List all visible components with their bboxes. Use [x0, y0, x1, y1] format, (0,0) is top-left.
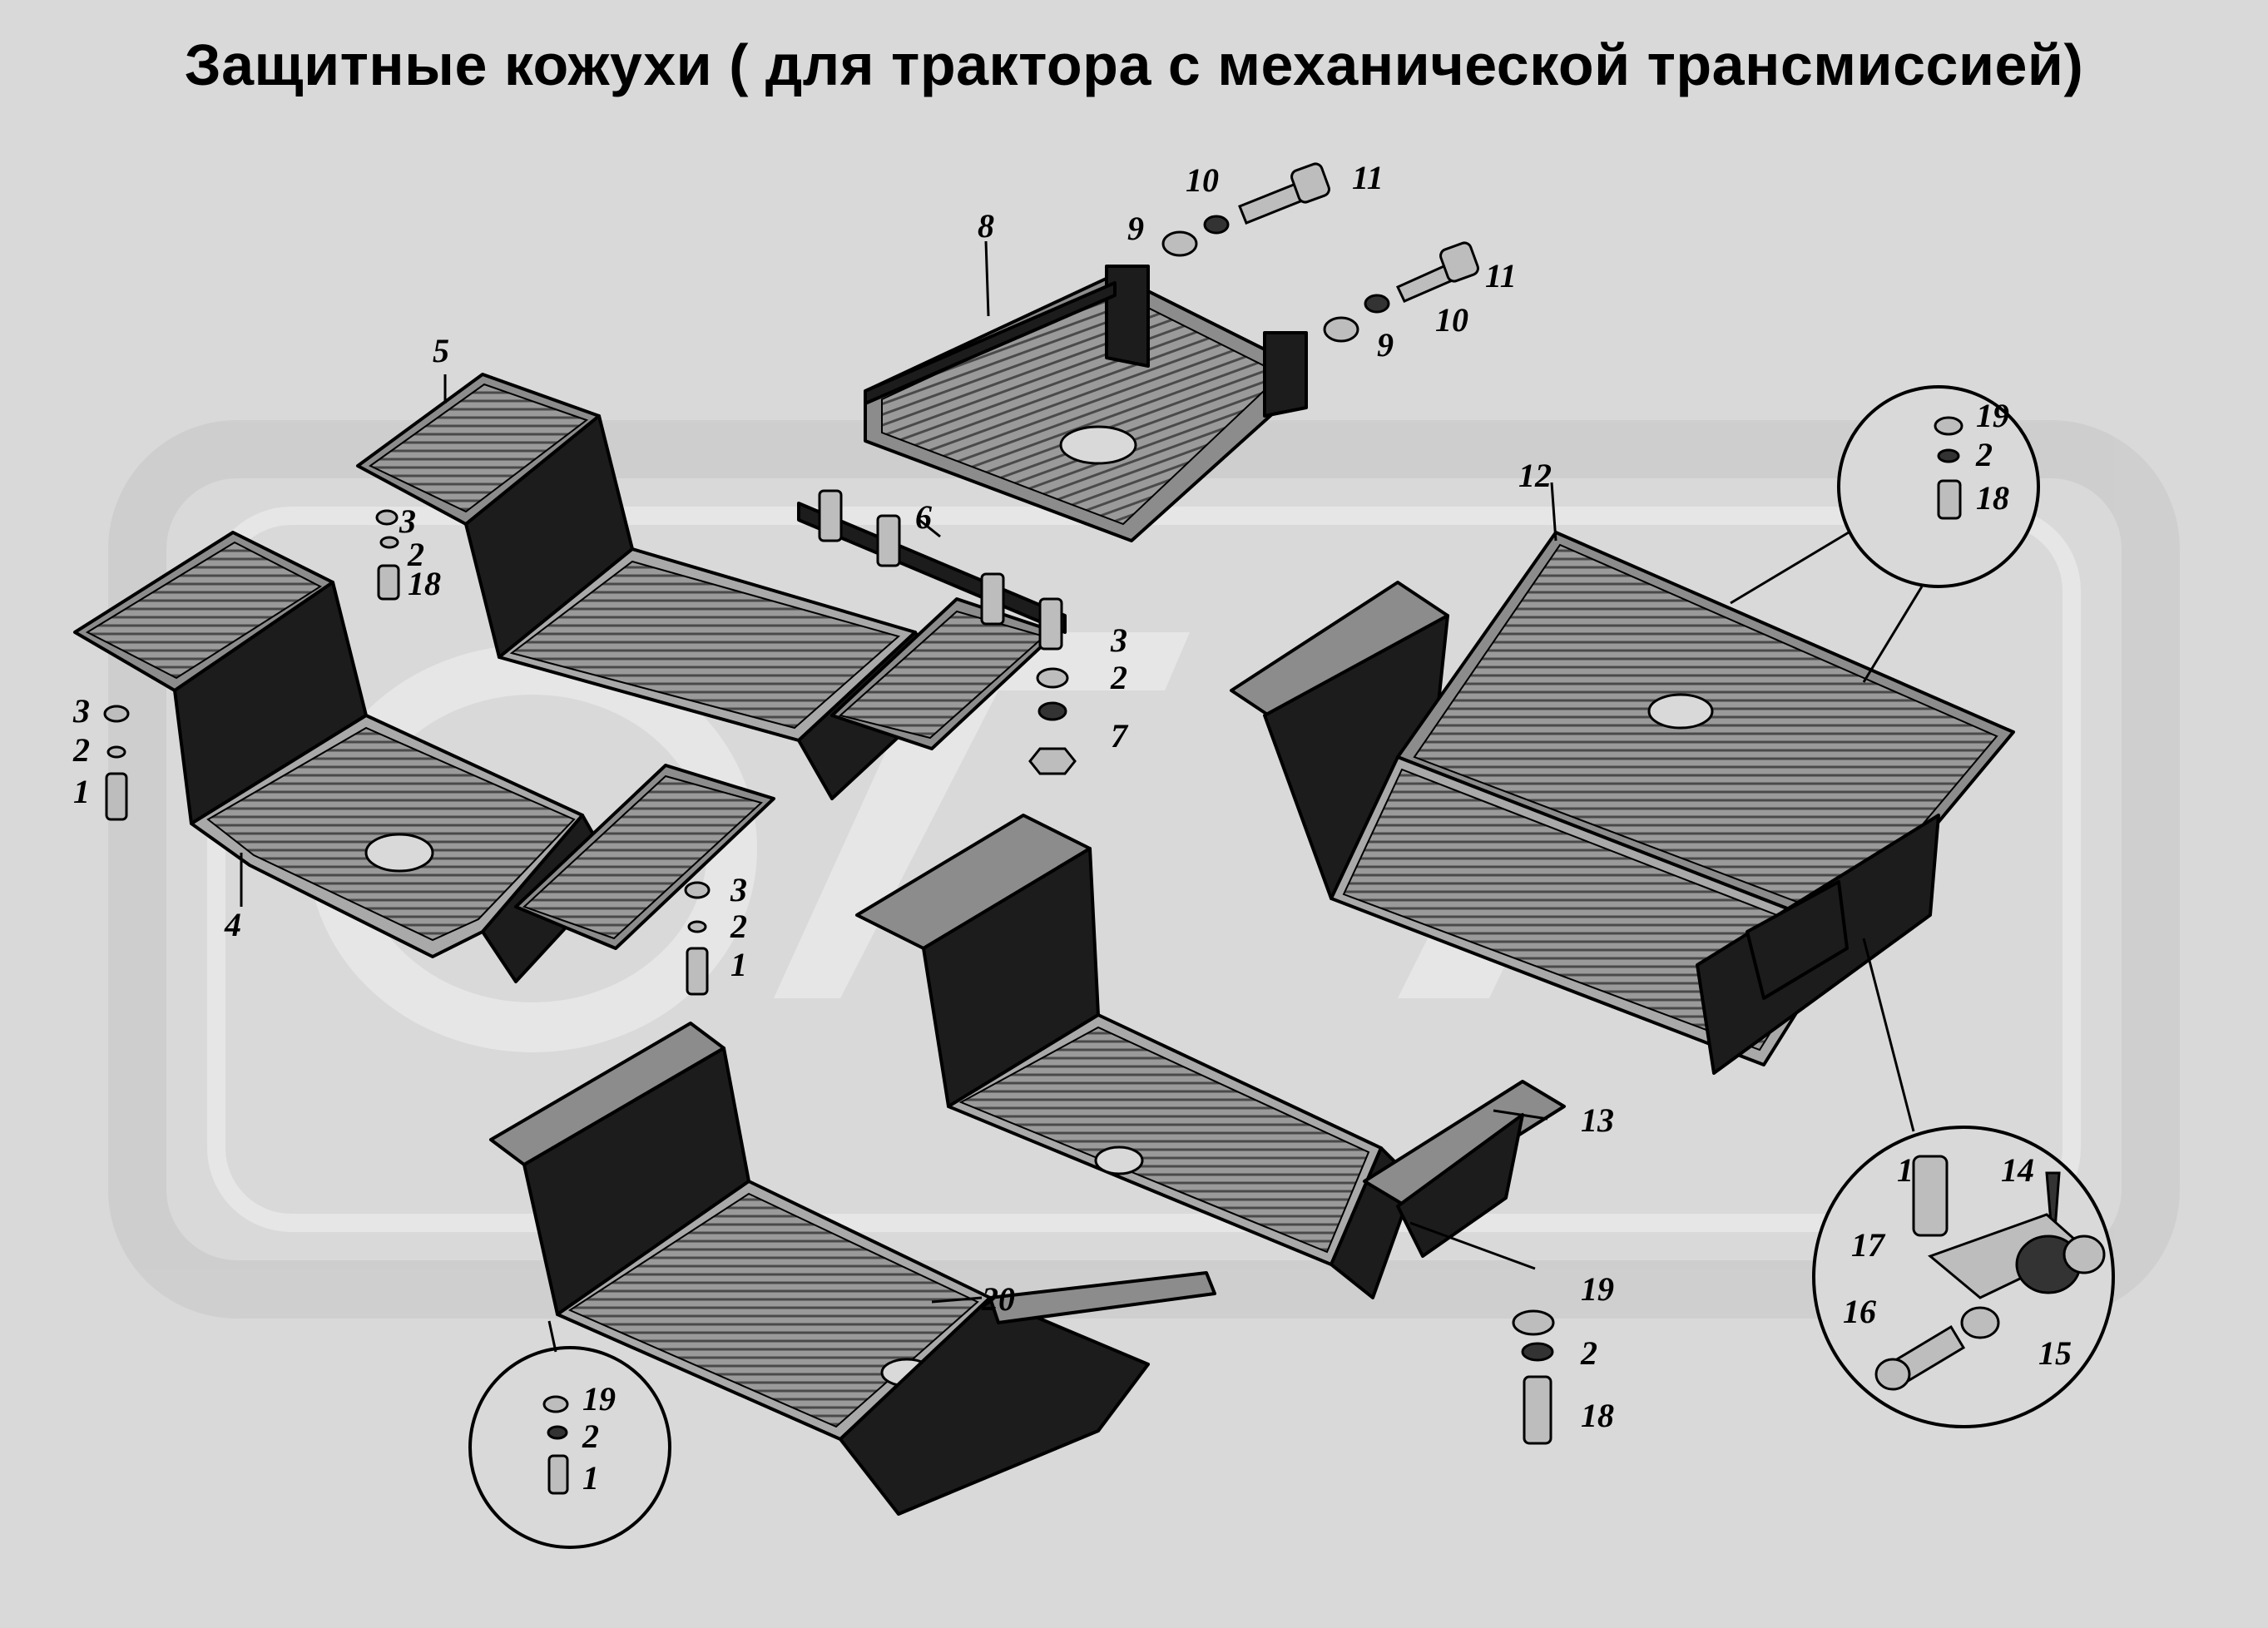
label-2-e: 2 — [1975, 436, 1993, 473]
label-16: 16 — [1843, 1293, 1876, 1330]
label-2-b: 2 — [72, 731, 90, 769]
label-3-c: 3 — [730, 871, 747, 908]
label-10-b: 10 — [1435, 301, 1468, 339]
part-4-shield — [73, 531, 775, 983]
part-12-shield — [1230, 531, 2015, 1075]
callout-detail-top-right — [1730, 385, 2040, 683]
leader-lines — [240, 240, 1557, 1304]
label-2-c: 2 — [730, 908, 747, 945]
label-18-e: 18 — [1976, 479, 2009, 517]
callout-detail-bottom-left — [468, 1320, 671, 1549]
label-2-d: 2 — [1110, 659, 1127, 696]
label-19-b: 19 — [1581, 1270, 1614, 1308]
label-10-a: 10 — [1186, 161, 1219, 199]
label-13: 13 — [1581, 1101, 1614, 1139]
part-8-bracket — [864, 265, 1308, 542]
label-1-g: 1 — [582, 1459, 599, 1497]
label-5: 5 — [433, 332, 449, 369]
diagram-title: Защитные кожухи ( для трактора с механич… — [184, 32, 2084, 97]
label-12: 12 — [1518, 457, 1552, 494]
label-15: 15 — [2038, 1334, 2072, 1372]
label-20: 20 — [981, 1280, 1015, 1318]
label-2-a: 2 — [407, 536, 424, 573]
part-6-strip — [797, 489, 1067, 651]
part-labels: 5 8 6 12 4 13 20 3 2 18 3 2 1 3 2 1 3 2 … — [72, 159, 2072, 1497]
label-19-a: 19 — [1976, 397, 2009, 434]
label-4: 4 — [224, 906, 241, 943]
label-1-c: 1 — [730, 946, 747, 983]
label-18-a: 18 — [408, 565, 441, 602]
part-5-shield — [356, 373, 1058, 800]
label-7: 7 — [1111, 717, 1129, 755]
label-3-b: 3 — [72, 692, 90, 730]
label-6: 6 — [915, 498, 932, 536]
label-3-a: 3 — [399, 502, 416, 540]
label-2-g: 2 — [582, 1418, 599, 1455]
callout-detail-bottom-right — [1812, 938, 2115, 1428]
label-9-a: 9 — [1127, 210, 1144, 247]
label-8: 8 — [978, 207, 994, 245]
label-18-f: 18 — [1581, 1397, 1614, 1434]
label-14: 14 — [2001, 1151, 2034, 1189]
part-13-shield — [855, 814, 1566, 1299]
label-9-b: 9 — [1377, 326, 1394, 364]
label-11-a: 11 — [1352, 159, 1384, 196]
label-11-b: 11 — [1485, 257, 1517, 294]
label-3-d: 3 — [1110, 621, 1127, 659]
label-1-b: 1 — [73, 773, 90, 810]
label-2-f: 2 — [1580, 1334, 1597, 1372]
label-19-c: 19 — [582, 1380, 616, 1418]
label-1-h: 1 — [1897, 1151, 1914, 1189]
label-17: 17 — [1851, 1226, 1886, 1264]
hardware-group — [103, 162, 1555, 1445]
part-20-shield — [489, 1022, 1216, 1516]
